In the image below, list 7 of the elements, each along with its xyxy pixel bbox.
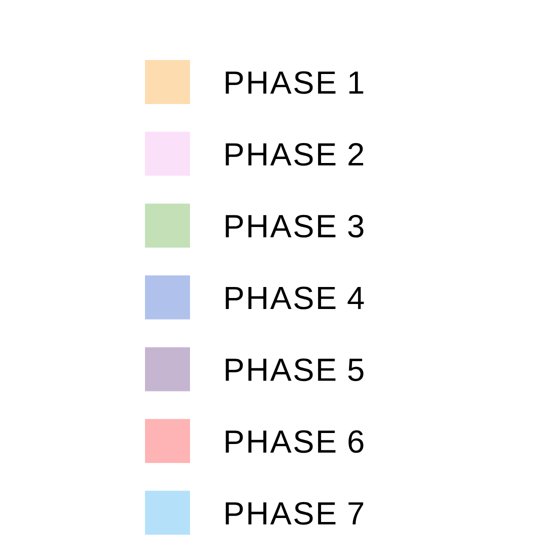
legend-label: PHASE 7 <box>226 502 364 525</box>
legend-label: PHASE 4 <box>226 286 364 310</box>
legend-label: PHASE 5 <box>226 358 364 382</box>
legend-label: PHASE 3 <box>226 214 364 238</box>
legend-label: PHASE 1 <box>226 71 364 94</box>
legend-label: PHASE 2 <box>226 143 364 166</box>
legend-label: PHASE 6 <box>226 430 364 453</box>
